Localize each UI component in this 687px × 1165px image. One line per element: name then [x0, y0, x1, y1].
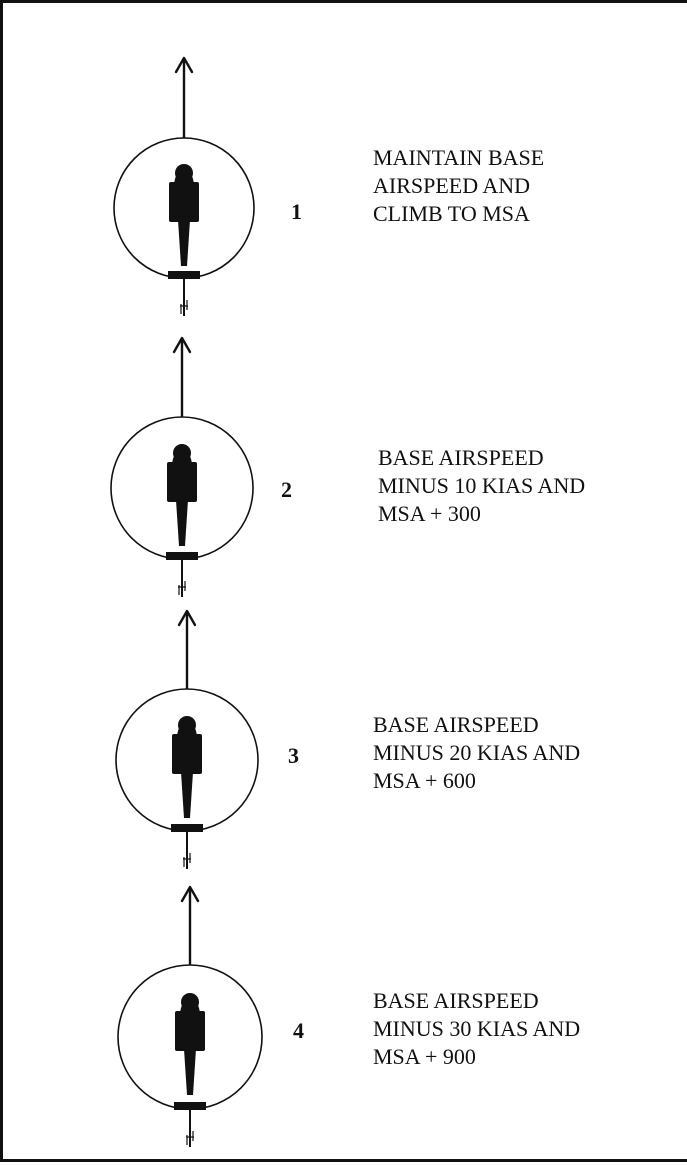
step-4-line-2: MINUS 30 KIAS AND	[373, 1016, 581, 1041]
step-number-3: 3	[288, 743, 299, 768]
step-2-line-1: BASE AIRSPEED	[378, 445, 544, 470]
step-number-1: 1	[291, 199, 302, 224]
step-1-line-1: MAINTAIN BASE	[373, 145, 545, 170]
diagram-canvas	[110, 56, 263, 1147]
step-instruction-4: BASE AIRSPEED MINUS 30 KIAS AND MSA + 90…	[373, 987, 580, 1071]
helicopter-top-view-icon-3	[171, 716, 203, 869]
step-1-line-3: CLIMB TO MSA	[373, 201, 530, 226]
heading-arrow-icon-3	[177, 609, 197, 689]
step-2-line-3: MSA + 300	[378, 501, 481, 526]
helicopter-top-view-icon-1	[168, 164, 200, 316]
step-number-4: 4	[293, 1018, 304, 1043]
step-2-line-2: MINUS 10 KIAS AND	[378, 473, 586, 498]
step-glyph-1	[113, 56, 255, 316]
step-3-line-3: MSA + 600	[373, 768, 476, 793]
step-4-line-1: BASE AIRSPEED	[373, 988, 539, 1013]
helicopter-top-view-icon-2	[166, 444, 198, 597]
heading-arrow-icon-1	[174, 56, 194, 138]
step-glyph-2	[110, 336, 254, 597]
step-instruction-2: BASE AIRSPEED MINUS 10 KIAS AND MSA + 30…	[378, 444, 585, 528]
step-glyph-4	[117, 885, 263, 1147]
step-instruction-1: MAINTAIN BASE AIRSPEED AND CLIMB TO MSA	[373, 144, 544, 228]
step-number-2: 2	[281, 477, 292, 502]
step-instruction-3: BASE AIRSPEED MINUS 20 KIAS AND MSA + 60…	[373, 711, 580, 795]
step-glyph-3	[115, 609, 259, 869]
step-3-line-1: BASE AIRSPEED	[373, 712, 539, 737]
step-4-line-3: MSA + 900	[373, 1044, 476, 1069]
heading-arrow-icon-2	[172, 336, 192, 417]
heading-arrow-icon-4	[180, 885, 200, 965]
helicopter-top-view-icon-4	[174, 993, 206, 1147]
step-1-line-2: AIRSPEED AND	[373, 173, 531, 198]
step-3-line-2: MINUS 20 KIAS AND	[373, 740, 581, 765]
